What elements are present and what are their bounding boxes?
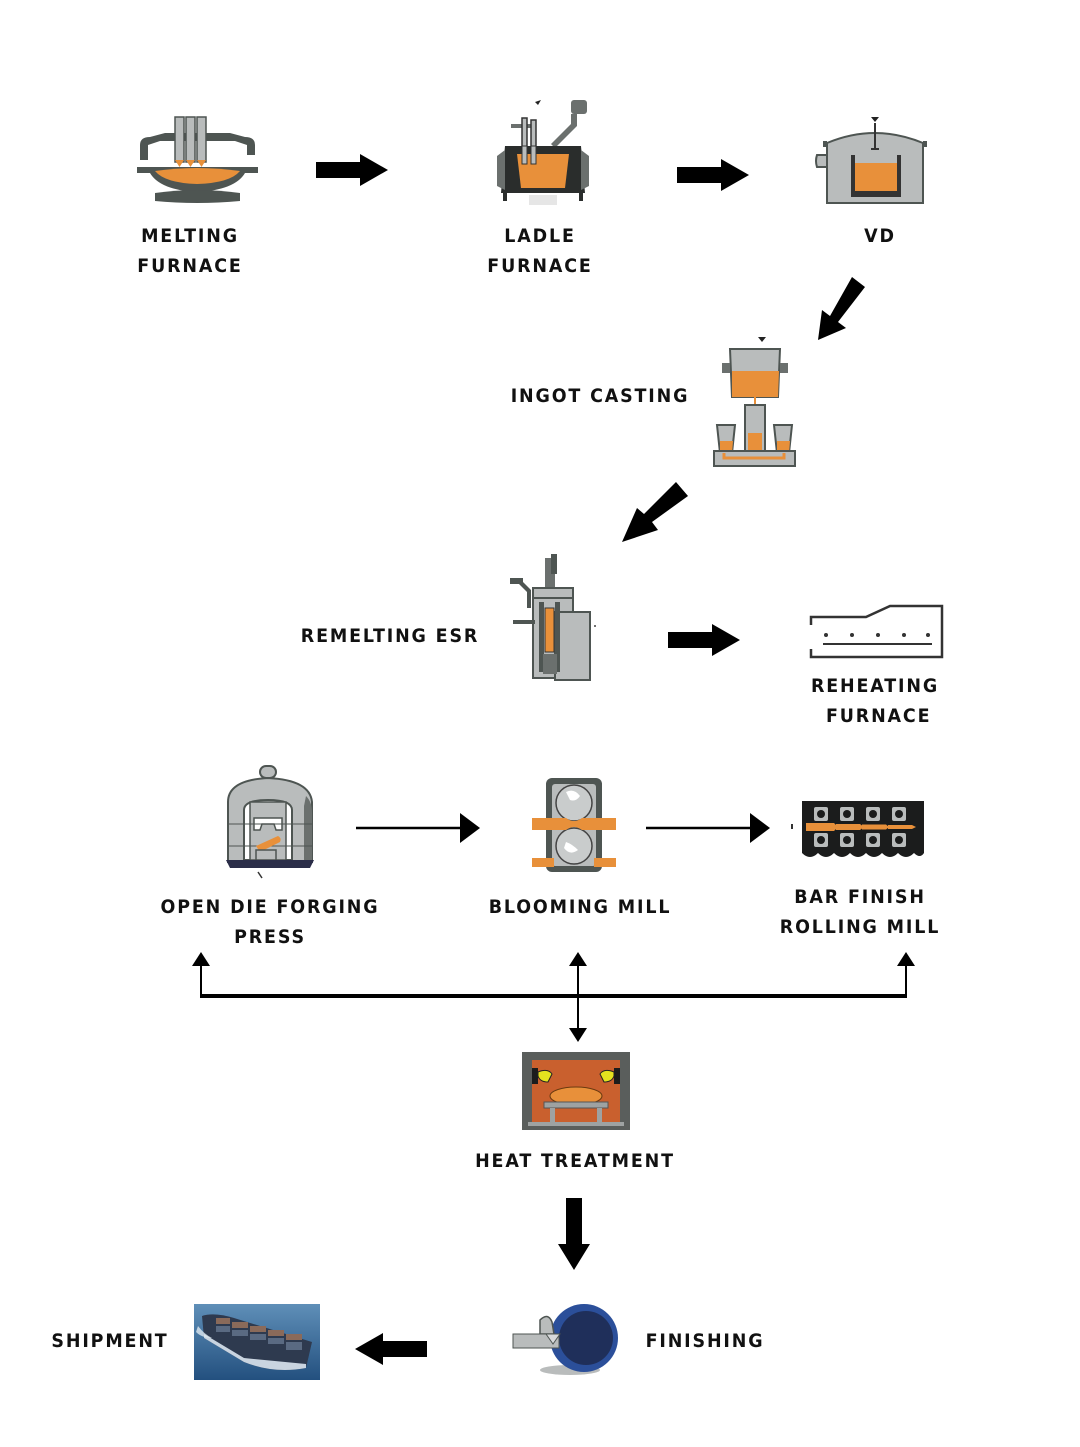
label-line: MELTING xyxy=(141,225,239,247)
blooming-mill-icon xyxy=(530,776,620,876)
step-label-bar-finish-rolling-mill: BAR FINISH ROLLING MILL xyxy=(768,882,952,942)
vacuum-degassing-icon xyxy=(815,115,930,205)
label-line: OPEN DIE FORGING xyxy=(160,896,380,918)
label-line: PRESS xyxy=(234,926,306,948)
label-line: FURNACE xyxy=(487,255,593,277)
electric-arc-furnace-icon xyxy=(135,115,260,205)
step-label-blooming-mill: BLOOMING MILL xyxy=(479,892,681,922)
label-line: REMELTING ESR xyxy=(300,625,480,647)
arrow-melting-to-ladle xyxy=(316,154,388,186)
label-line: LADLE xyxy=(504,225,576,247)
arrow-blooming-to-rolling xyxy=(646,813,770,843)
label-line: VD xyxy=(864,225,896,247)
label-line: ROLLING MILL xyxy=(779,916,941,938)
step-label-reheating-furnace: REHEATING FURNACE xyxy=(801,671,948,731)
container-ship-icon xyxy=(194,1304,320,1380)
arrow-forging-to-blooming xyxy=(356,813,480,843)
step-label-ladle-furnace: LADLE FURNACE xyxy=(466,221,613,281)
esr-remelting-icon xyxy=(505,550,600,685)
step-label-heat-treatment: HEAT TREATMENT xyxy=(474,1146,676,1176)
label-line: BLOOMING MILL xyxy=(488,896,672,918)
label-line: SHIPMENT xyxy=(51,1330,169,1352)
ladle-furnace-icon xyxy=(493,98,593,208)
step-label-ingot-casting: INGOT CASTING xyxy=(508,381,692,411)
arrow-ingot-to-esr xyxy=(622,482,688,542)
arrow-vd-to-ingot xyxy=(818,277,865,340)
arrow-esr-to-reheating xyxy=(668,624,740,656)
label-line: REHEATING xyxy=(810,675,940,697)
label-line: INGOT CASTING xyxy=(510,385,690,407)
arrow-heat-to-finishing xyxy=(558,1198,590,1270)
heat-treatment-bus xyxy=(192,952,915,1042)
arrow-finishing-to-shipment xyxy=(355,1333,427,1365)
label-line: FURNACE xyxy=(825,705,932,727)
finishing-machine-icon xyxy=(510,1300,625,1378)
label-line: FURNACE xyxy=(137,255,243,277)
step-label-melting-furnace: MELTING FURNACE xyxy=(116,221,263,281)
step-label-finishing: FINISHING xyxy=(641,1326,770,1356)
step-label-shipment: SHIPMENT xyxy=(46,1326,175,1356)
step-label-open-die-forging-press: OPEN DIE FORGING PRESS xyxy=(160,892,381,952)
rolling-mill-icon xyxy=(790,795,930,863)
step-label-vd: VD xyxy=(834,221,926,251)
label-line: FINISHING xyxy=(645,1330,765,1352)
label-line: HEAT TREATMENT xyxy=(475,1150,675,1172)
heat-treatment-furnace-icon xyxy=(520,1050,632,1132)
ingot-casting-icon xyxy=(712,335,797,470)
step-label-remelting-esr: REMELTING ESR xyxy=(298,621,482,651)
forging-press-icon xyxy=(220,762,320,880)
reheating-furnace-icon xyxy=(808,603,948,663)
arrow-ladle-to-vd xyxy=(677,159,749,191)
label-line: BAR FINISH xyxy=(794,886,926,908)
